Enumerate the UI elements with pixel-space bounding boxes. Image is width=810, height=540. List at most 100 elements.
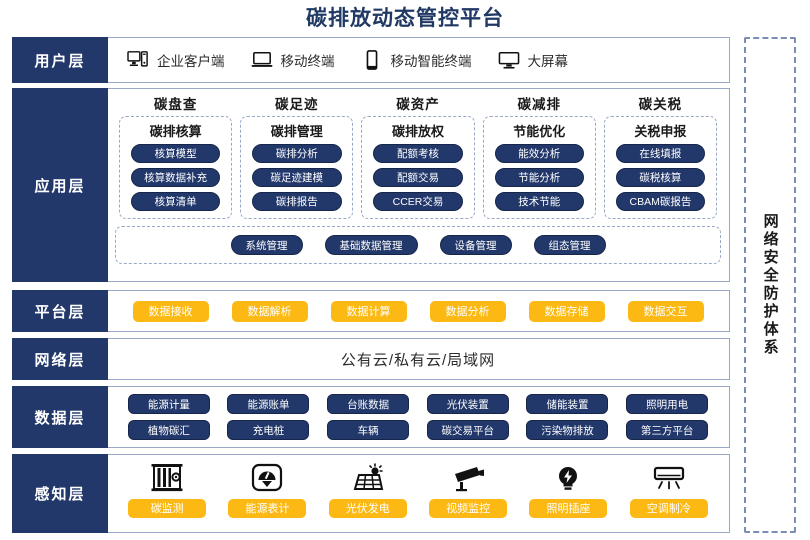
data-pill-carbon-trading-platform[interactable]: 碳交易平台 [426,420,509,440]
platform-pill-data-exchange[interactable]: 数据交互 [627,300,704,322]
data-pill-vehicle[interactable]: 车辆 [327,420,410,440]
sense-pill-label[interactable]: 照明插座 [529,498,608,518]
sense-pill-label[interactable]: 视频监控 [429,498,508,518]
data-pill-third-party-platform[interactable]: 第三方平台 [626,420,709,440]
app-group-title: 碳足迹 [275,97,319,112]
cctv-camera-icon [451,463,485,493]
app-group-carbon-reduction: 碳减排 节能优化 能效分析 节能分析 技术节能 [482,93,596,219]
sense-pill-label[interactable]: 光伏发电 [328,498,407,518]
layer-row-user: 用户层 企业客户端 [12,37,730,83]
sense-pill-label[interactable]: 空调制冷 [629,498,708,518]
layer-row-network: 网络层 公有云/私有云/局域网 [12,338,730,380]
user-item-label: 企业客户端 [157,54,225,69]
sense-pill-label[interactable]: 能源表计 [228,498,307,518]
layer-label-sense: 感知层 [12,454,108,533]
data-pill-energy-metering[interactable]: 能源计量 [127,394,210,414]
user-item-mobile-terminal[interactable]: 移动终端 [251,50,335,70]
app-group-subtitle: 节能优化 [513,124,566,139]
network-description: 公有云/私有云/局域网 [340,351,496,369]
sense-item-lighting-socket[interactable]: 照明插座 [529,463,608,518]
platform-pill-data-compute[interactable]: 数据计算 [330,300,407,322]
app-group-box: 节能优化 能效分析 节能分析 技术节能 [482,116,596,219]
app-group-carbon-tariff: 碳关税 关税申报 在线填报 碳税核算 CBAM碳报告 [603,93,718,219]
app-feature-pill[interactable]: 节能分析 [494,168,584,187]
data-pill-lighting-power[interactable]: 照明用电 [626,394,709,414]
app-group-subtitle: 碳排放权 [392,124,445,139]
mgmt-pill-basic-data[interactable]: 基础数据管理 [324,235,418,255]
app-feature-pill[interactable]: 在线填报 [615,144,706,163]
security-system-label: 网络安全防护体系 [761,213,779,357]
data-pill-ledger-data[interactable]: 台账数据 [327,394,410,414]
layer-label-network: 网络层 [12,338,108,380]
app-feature-pill[interactable]: 核算模型 [130,144,221,163]
app-feature-pill[interactable]: 碳税核算 [615,168,706,187]
sense-item-energy-meter[interactable]: 能源表计 [228,463,307,518]
laptop-icon [251,50,273,70]
user-item-large-screen[interactable]: 大屏幕 [498,50,569,70]
app-feature-pill[interactable]: 碳排报告 [252,192,342,211]
platform-item-list: 数据接收 数据解析 数据计算 数据分析 数据存储 数据交互 [107,300,729,322]
sense-item-list: 碳监测 能源表计 [107,462,729,525]
app-group-carbon-asset: 碳资产 碳排放权 配额考核 配额交易 CCER交易 [361,93,475,219]
layer-label-application: 应用层 [12,88,108,282]
platform-pill-data-receive[interactable]: 数据接收 [132,300,209,322]
layer-label-platform: 平台层 [12,290,108,332]
data-pill-plant-carbon-sink[interactable]: 植物碳汇 [127,420,210,440]
layer-row-platform: 平台层 数据接收 数据解析 数据计算 数据分析 数据存储 数据交互 [12,290,730,332]
platform-pill-data-storage[interactable]: 数据存储 [528,300,605,322]
app-feature-pill[interactable]: 技术节能 [494,192,584,211]
user-item-list: 企业客户端 移动终端 移动智能终端 [107,50,568,70]
sense-item-video-surveillance[interactable]: 视频监控 [429,463,508,518]
data-pill-energy-bill[interactable]: 能源账单 [227,394,310,414]
sense-item-air-conditioning[interactable]: 空调制冷 [629,463,708,518]
data-item-grid: 能源计量 能源账单 台账数据 光伏装置 储能装置 照明用电 植物碳汇 充电桩 车… [107,389,729,445]
lightbulb-socket-icon [551,463,585,493]
layer-body-sense: 碳监测 能源表计 [107,455,729,532]
app-feature-pill[interactable]: 核算数据补充 [130,168,221,187]
data-pill-storage-device[interactable]: 储能装置 [526,394,609,414]
data-pill-charging-pile[interactable]: 充电桩 [227,420,310,440]
user-item-smart-mobile-terminal[interactable]: 移动智能终端 [361,50,472,70]
layer-row-data: 数据层 能源计量 能源账单 台账数据 光伏装置 储能装置 照明用电 植物碳汇 充… [12,386,730,448]
app-feature-pill[interactable]: 能效分析 [494,144,584,163]
data-pill-pollutant-emission[interactable]: 污染物排放 [526,420,609,440]
user-item-label: 大屏幕 [527,54,569,69]
app-feature-pill[interactable]: CBAM碳报告 [615,192,706,211]
app-group-subtitle: 碳排核算 [149,124,202,139]
app-group-box: 碳排管理 碳排分析 碳足迹建模 碳排报告 [240,116,354,219]
app-group-title: 碳资产 [396,97,440,112]
sense-pill-label[interactable]: 碳监测 [128,498,207,518]
user-item-label: 移动智能终端 [390,54,472,69]
app-feature-pill[interactable]: 碳足迹建模 [252,168,342,187]
layer-body-user: 企业客户端 移动终端 移动智能终端 [107,38,729,82]
carbon-monitor-icon [150,463,184,493]
mgmt-pill-device[interactable]: 设备管理 [439,235,512,255]
app-feature-pill[interactable]: 碳排分析 [252,144,342,163]
sense-item-carbon-monitor[interactable]: 碳监测 [128,463,207,518]
platform-pill-data-analysis[interactable]: 数据分析 [429,300,506,322]
app-feature-pill[interactable]: CCER交易 [373,192,463,211]
desktop-tower-icon [127,50,149,70]
app-feature-pill[interactable]: 配额交易 [373,168,463,187]
solar-panel-icon [351,462,385,493]
app-feature-pill[interactable]: 核算清单 [130,192,221,211]
app-group-title: 碳减排 [517,97,561,112]
layer-body-network: 公有云/私有云/局域网 [107,339,729,379]
gauge-meter-icon [250,463,284,493]
smartphone-icon [361,50,383,70]
app-feature-pill[interactable]: 配额考核 [373,144,463,163]
application-management-box: 系统管理 基础数据管理 设备管理 组态管理 [115,226,721,264]
mgmt-pill-system[interactable]: 系统管理 [230,235,303,255]
security-system-band: 网络安全防护体系 [744,37,796,533]
page-title: 碳排放动态管控平台 [306,7,504,30]
data-item-row: 植物碳汇 充电桩 车辆 碳交易平台 污染物排放 第三方平台 [119,420,717,440]
layer-body-data: 能源计量 能源账单 台账数据 光伏装置 储能装置 照明用电 植物碳汇 充电桩 车… [107,387,729,447]
data-pill-pv-device[interactable]: 光伏装置 [426,394,509,414]
mgmt-pill-configuration[interactable]: 组态管理 [533,235,606,255]
large-screen-icon [498,50,520,70]
platform-pill-data-parse[interactable]: 数据解析 [231,300,308,322]
layer-row-sense: 感知层 碳监测 [12,454,730,533]
app-group-title: 碳关税 [638,97,683,112]
user-item-enterprise-client[interactable]: 企业客户端 [127,50,225,70]
sense-item-pv-generation[interactable]: 光伏发电 [328,462,407,518]
